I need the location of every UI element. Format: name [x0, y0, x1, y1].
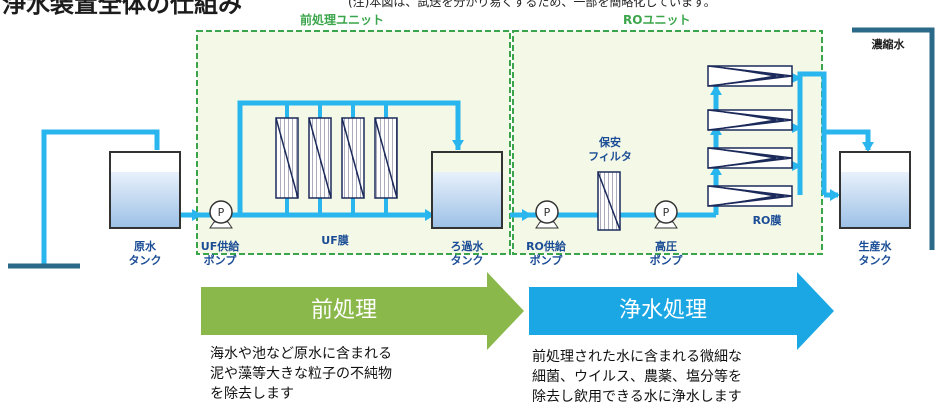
description-line: を除去します — [210, 386, 294, 402]
product-water-tank — [839, 151, 911, 229]
pump-label: P — [218, 206, 225, 219]
label-line: UF供給 — [200, 240, 240, 253]
label-line: 保安 — [599, 136, 621, 149]
concentrate-pipe — [852, 27, 935, 250]
purification-stage-label: 浄水処理 — [618, 298, 707, 323]
label-line: タンク — [450, 254, 484, 267]
label-line: ポンプ — [649, 254, 683, 267]
ro-membrane-modules — [707, 65, 793, 207]
filtrate-tank — [431, 151, 503, 229]
label-line: ポンプ — [529, 254, 563, 267]
pump-label: P — [544, 206, 551, 219]
hp-pump-label: 高圧 ポンプ — [641, 240, 691, 268]
label-line: タンク — [128, 254, 162, 267]
raw-water-tank — [109, 151, 181, 229]
label-line: RO供給 — [526, 240, 566, 253]
raw-tank-label: 原水 タンク — [120, 240, 170, 268]
product-tank-label: 生産水 タンク — [843, 240, 907, 268]
label-line: 原水 — [134, 240, 156, 253]
intake-pipe — [41, 129, 160, 266]
purification-description: 前処理された水に含まれる微細な 細菌、ウイルス、農薬、塩分等を 除去し飲用できる… — [532, 347, 742, 407]
ro-unit-label: ROユニット — [623, 13, 691, 27]
safety-filter-label: 保安 フィルタ — [580, 136, 640, 164]
ro-pump-label: RO供給 ポンプ — [516, 240, 576, 268]
description-line: 前処理された水に含まれる微細な — [532, 349, 742, 365]
uf-membrane-label: UF膜 — [321, 234, 349, 247]
label-line: フィルタ — [588, 150, 632, 163]
pump-label: P — [663, 206, 670, 219]
concentrate-label: 濃縮水 — [871, 38, 905, 51]
description-line: 除去し飲用できる水に浄水します — [532, 389, 742, 405]
safety-filter — [597, 171, 621, 231]
description-line: 細菌、ウイルス、農薬、塩分等を — [532, 369, 742, 385]
pretreatment-description: 海水や池など原水に含まれる 泥や藻等大きな粒子の不純物 を除去します — [210, 344, 392, 404]
pretreatment-stage-label: 前処理 — [310, 298, 377, 323]
label-line: 生産水 — [858, 240, 892, 253]
uf-membrane-modules — [275, 103, 398, 215]
flow-arrows — [192, 73, 874, 221]
pretreatment-arrow-shape — [201, 272, 524, 350]
label-line: タンク — [858, 254, 892, 267]
description-line: 泥や藻等大きな粒子の不純物 — [210, 366, 392, 382]
purification-arrow-shape — [529, 272, 834, 350]
label-line: ポンプ — [203, 254, 237, 267]
high-pressure-pump: P — [654, 200, 678, 229]
page-subtitle: (注)本図は、試送を分かり易くするため、一部を簡略化しています。 — [348, 0, 716, 9]
description-line: 海水や池など原水に含まれる — [210, 346, 392, 362]
uf-feed-pump: P — [209, 200, 233, 229]
label-line: ろ過水 — [450, 240, 484, 253]
ro-feed-pump: P — [535, 200, 559, 229]
page-title: 浄水装置全体の仕組み — [2, 0, 242, 18]
pretreatment-unit-label: 前処理ユニット — [300, 13, 385, 27]
ro-membrane-label: RO膜 — [752, 214, 782, 227]
filtrate-tank-label: ろ過水 タンク — [437, 240, 497, 268]
uf-pump-label: UF供給 ポンプ — [190, 240, 250, 268]
label-line: 高圧 — [655, 240, 677, 253]
